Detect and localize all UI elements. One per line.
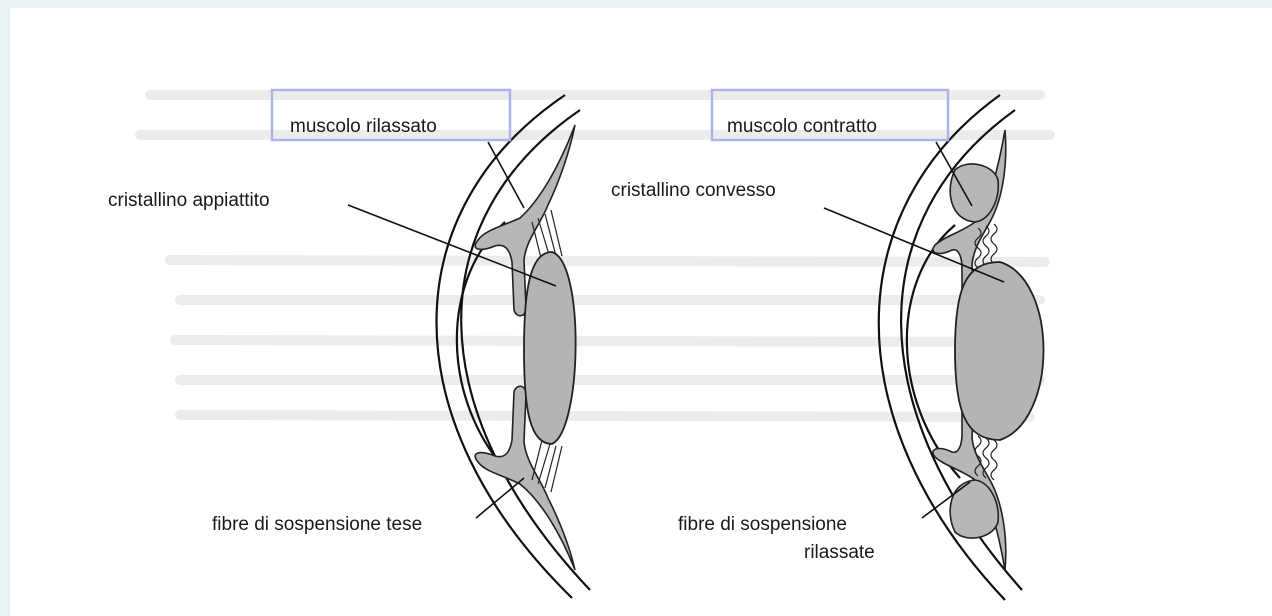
- contracted-lens-label: cristallino convesso: [611, 180, 776, 201]
- contracted-fibers-label-line2: rilassate: [804, 542, 875, 563]
- contracted-muscle-label: muscolo contratto: [727, 116, 877, 137]
- relaxed-muscle-label: muscolo rilassato: [290, 116, 437, 137]
- relaxed-lens-label: cristallino appiattito: [108, 190, 270, 211]
- contracted-fibers-label-line1: fibre di sospensione: [678, 514, 847, 535]
- background-bleed-through: [140, 95, 1050, 417]
- relaxed-flattened-lens: [524, 252, 576, 444]
- relaxed-fibers-label: fibre di sospensione tese: [212, 514, 422, 535]
- relaxed-muscle-leader: [488, 142, 524, 208]
